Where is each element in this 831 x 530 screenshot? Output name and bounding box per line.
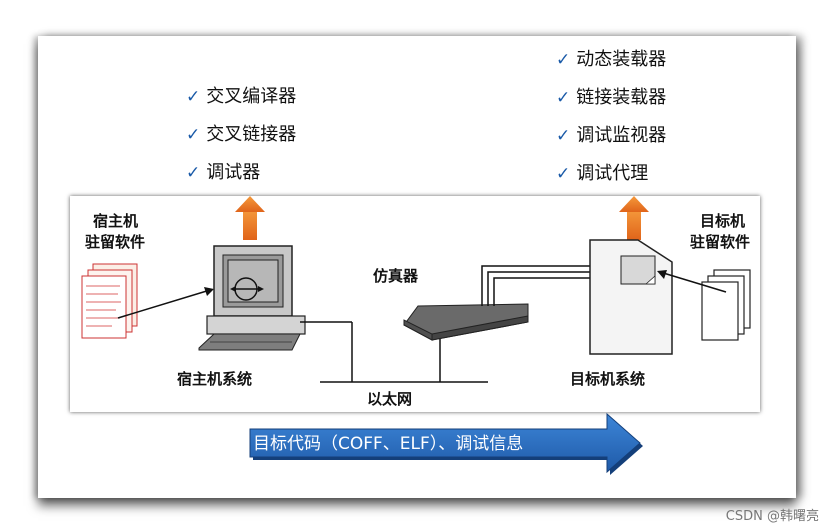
checkmark-icon: ✓ xyxy=(556,50,571,70)
target-tool-item: ✓链接装载器 xyxy=(556,87,667,108)
checkmark-icon: ✓ xyxy=(556,126,571,146)
emulator-label: 仿真器 xyxy=(373,267,419,285)
upload-arrow-right-icon xyxy=(619,196,649,240)
checkmark-icon: ✓ xyxy=(186,163,201,183)
host-documents-icon xyxy=(81,263,138,339)
watermark: CSDN @韩曙亮 xyxy=(725,509,819,524)
checkmark-icon: ✓ xyxy=(556,88,571,108)
host-tool-item: ✓交叉链接器 xyxy=(186,124,297,145)
target-system-icon xyxy=(589,239,673,355)
ribbon-cable xyxy=(481,265,592,306)
target-resident-label: 目标机 驻留软件 xyxy=(690,212,751,251)
target-tool-item: ✓调试监视器 xyxy=(556,125,667,146)
emulator-icon xyxy=(403,303,529,341)
host-resident-label: 宿主机 驻留软件 xyxy=(85,212,146,251)
host-system-label: 宿主机系统 xyxy=(177,370,253,388)
banner-arrow-icon xyxy=(249,412,643,475)
checkmark-icon: ✓ xyxy=(186,87,201,107)
upload-arrow-left-icon xyxy=(235,196,265,240)
target-transfer-line xyxy=(659,271,727,293)
host-tool-item: ✓交叉编译器 xyxy=(186,86,297,107)
target-documents-icon xyxy=(701,269,751,341)
checkmark-icon: ✓ xyxy=(556,164,571,184)
checkmark-icon: ✓ xyxy=(186,125,201,145)
arrowhead-icon xyxy=(657,270,667,279)
host-computer-icon xyxy=(198,245,306,351)
host-transfer-line xyxy=(117,289,211,319)
ethernet-label: 以太网 xyxy=(367,390,413,408)
host-tool-item: ✓调试器 xyxy=(186,162,261,183)
arrowhead-icon xyxy=(204,287,214,296)
banner-label: 目标代码（COFF、ELF）、调试信息 xyxy=(253,434,524,454)
target-tool-item: ✓调试代理 xyxy=(556,163,649,184)
target-tool-item: ✓动态装载器 xyxy=(556,49,667,70)
target-system-label: 目标机系统 xyxy=(570,370,646,388)
